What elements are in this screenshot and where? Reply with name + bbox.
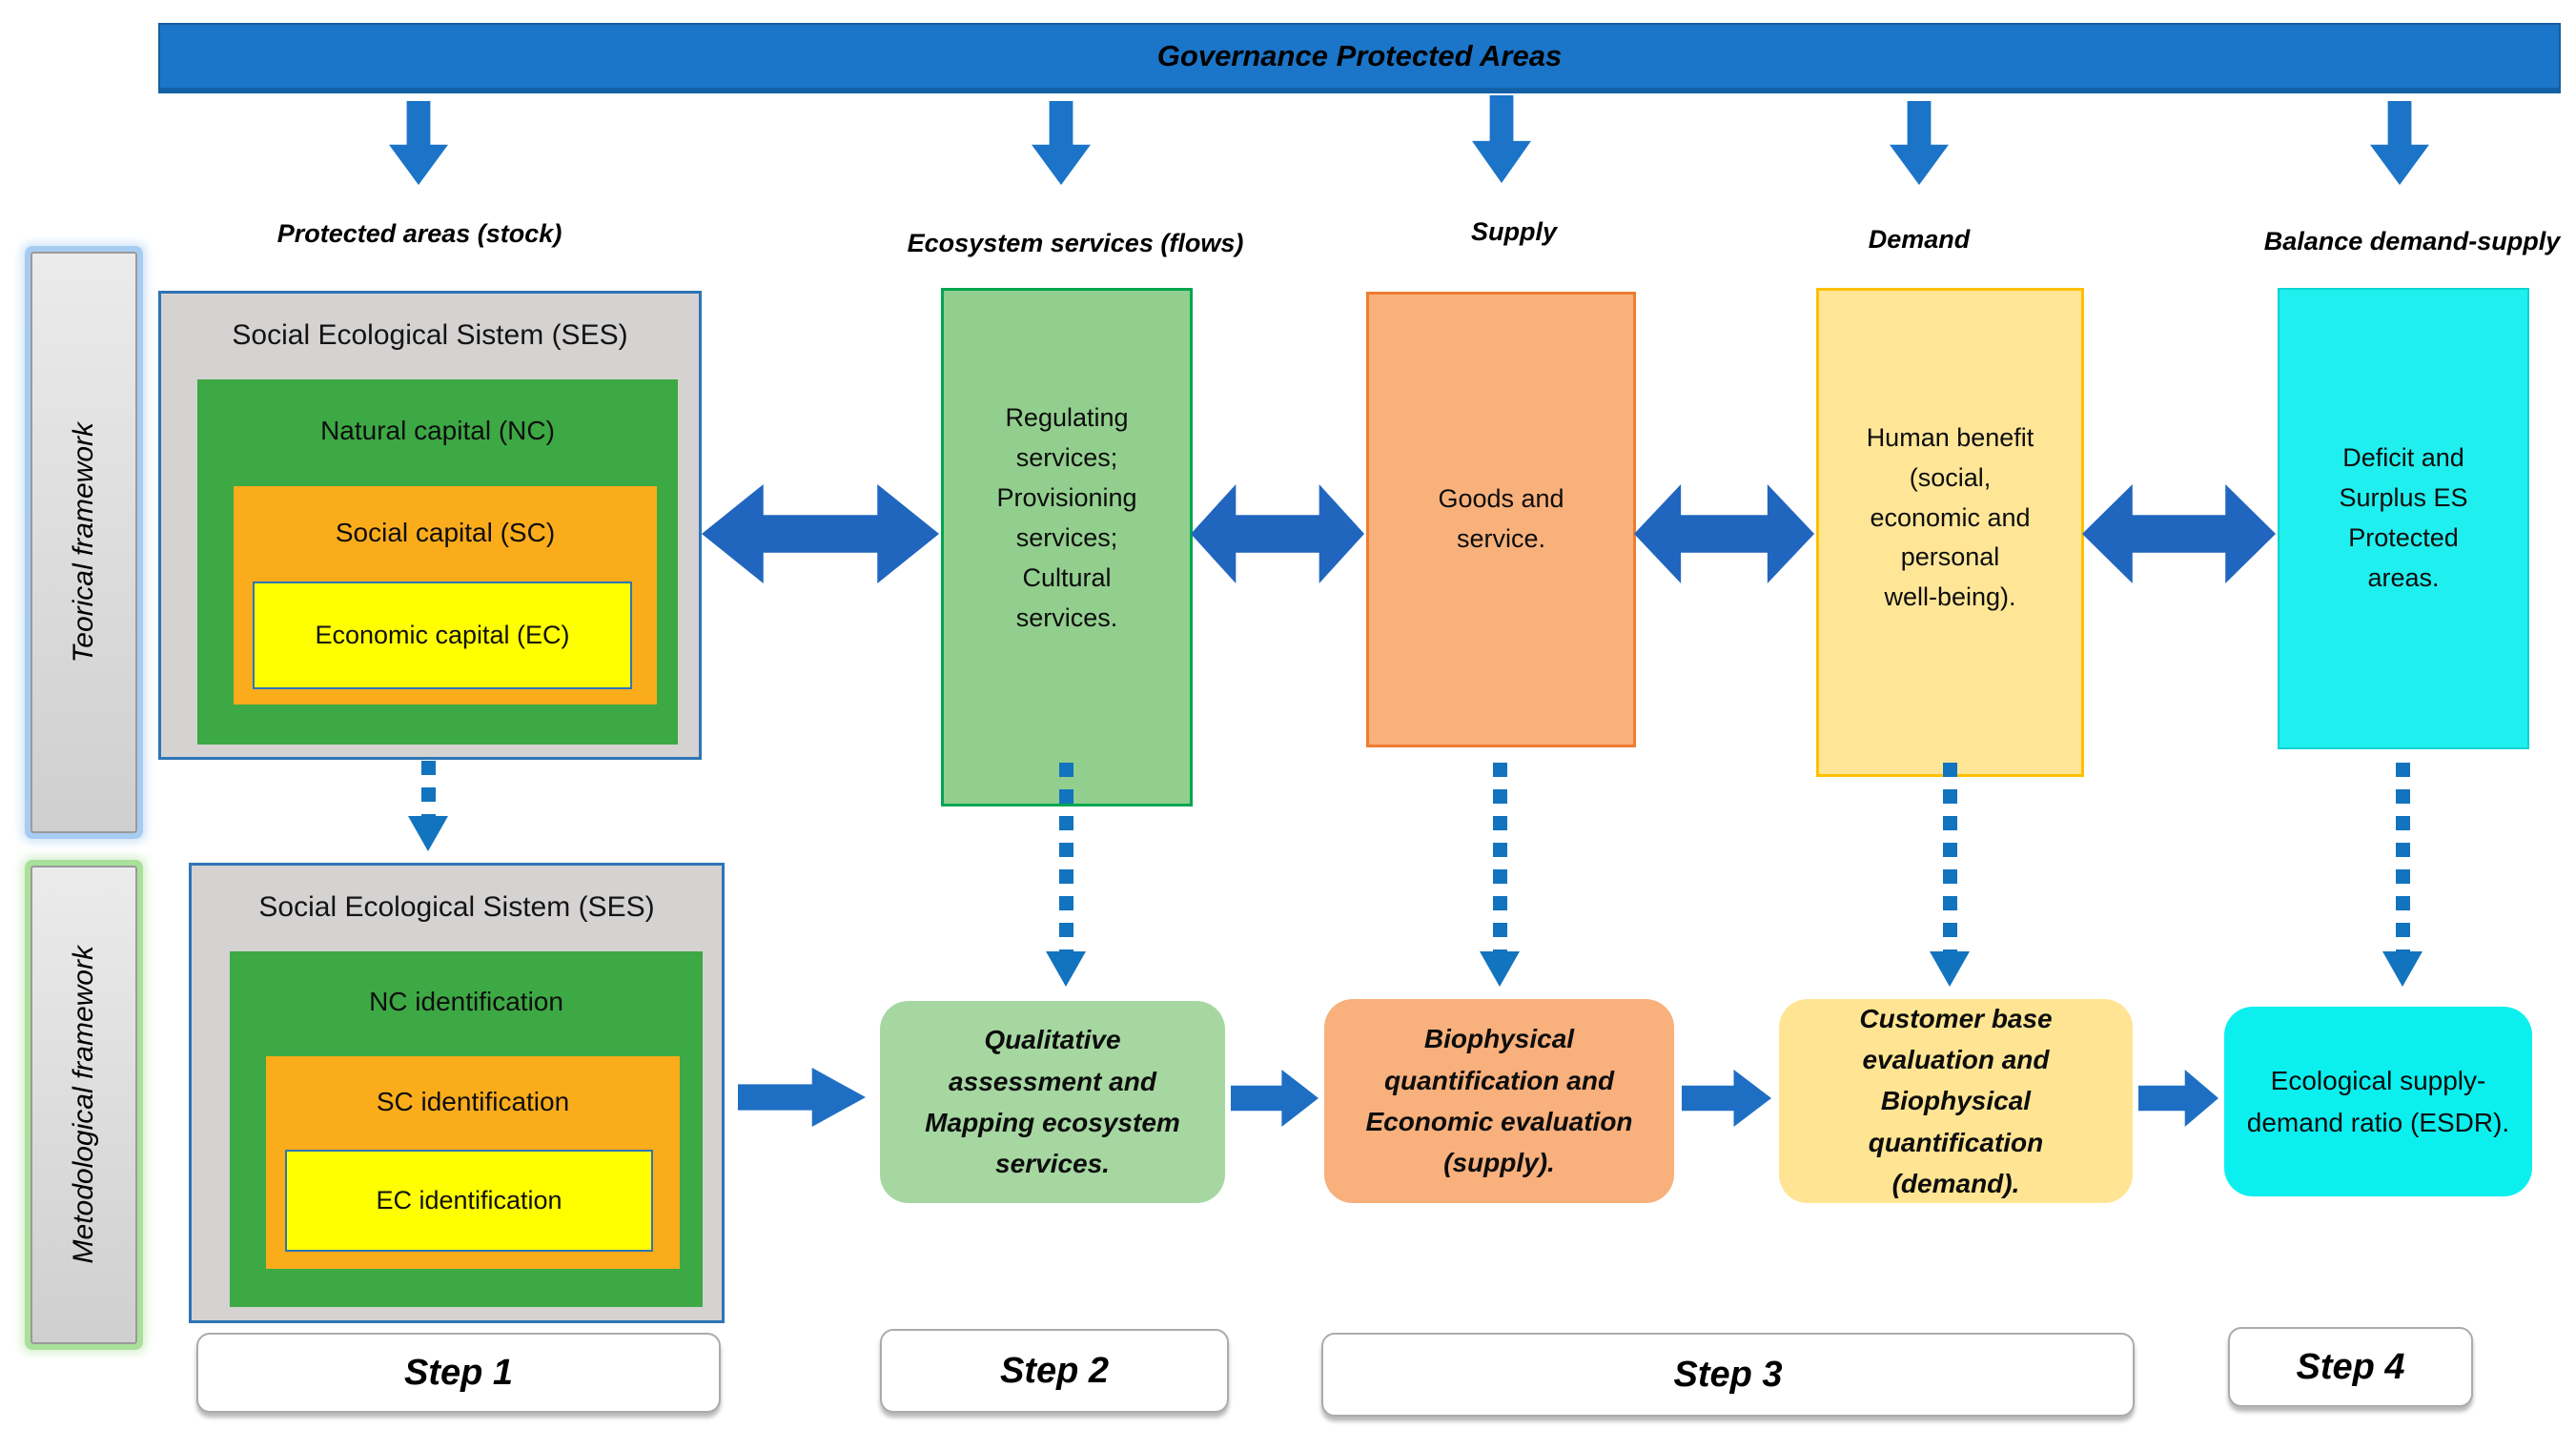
ses-theoretical-title: Social Ecological Sistem (SES)	[232, 319, 628, 351]
ses-theoretical-box: Social Ecological Sistem (SES) Natural c…	[158, 291, 702, 760]
dotted-arrow-icon	[421, 761, 436, 816]
side-label-methodological-framework: Metodological framework	[31, 866, 137, 1344]
column-label-balance: Balance demand-supply	[2263, 227, 2561, 255]
dotted-arrow-icon	[1493, 763, 1507, 951]
qualitative-assessment-box: Qualitative assessment and Mapping ecosy…	[880, 1001, 1225, 1203]
customer-demand-box: Customer base evaluation and Biophysical…	[1779, 999, 2133, 1203]
dotted-arrow-icon	[1943, 763, 1957, 951]
balance-deficit-surplus-box: Deficit and Surplus ES Protected areas.	[2278, 288, 2529, 749]
sc-identification-label: SC identification	[376, 1087, 570, 1116]
step-2-box: Step 2	[880, 1329, 1229, 1413]
natural-capital-label: Natural capital (NC)	[320, 416, 555, 445]
double-arrow-icon	[2082, 484, 2276, 583]
right-arrow-icon	[1682, 1070, 1771, 1127]
biophysical-supply-box: Biophysical quantification and Economic …	[1324, 999, 1674, 1203]
right-arrow-icon	[738, 1068, 866, 1127]
down-arrow-icon	[1472, 95, 1531, 183]
column-label-protected-areas: Protected areas (stock)	[276, 219, 562, 248]
ses-methodological-box: Social Ecological Sistem (SES) NC identi…	[189, 863, 725, 1323]
double-arrow-icon	[1634, 484, 1814, 583]
nc-identification-box: NC identification SC identification EC i…	[230, 951, 703, 1307]
social-capital-label: Social capital (SC)	[335, 518, 556, 547]
double-arrow-icon	[702, 484, 939, 583]
column-label-ecosystem-services: Ecosystem services (flows)	[907, 229, 1244, 257]
dotted-arrow-head-icon	[1046, 951, 1086, 987]
down-arrow-icon	[389, 101, 448, 185]
side-label-theoretical-framework: Teorical framework	[31, 252, 137, 833]
dotted-arrow-icon	[2396, 763, 2410, 951]
right-arrow-icon	[2138, 1070, 2218, 1127]
governance-banner: Governance Protected Areas	[158, 23, 2561, 93]
ecosystem-services-box: Regulating services; Provisioning servic…	[941, 288, 1193, 806]
side-label-theoretical-text: Teorical framework	[68, 421, 99, 663]
esdr-box: Ecological supply- demand ratio (ESDR).	[2224, 1007, 2532, 1196]
double-arrow-icon	[1191, 484, 1364, 583]
dotted-arrow-icon	[1059, 763, 1073, 951]
right-arrow-icon	[1231, 1070, 1319, 1127]
demand-human-benefit-box: Human benefit (social, economic and pers…	[1816, 288, 2084, 777]
nc-identification-label: NC identification	[369, 987, 563, 1016]
down-arrow-icon	[1890, 101, 1949, 185]
ec-identification-box: EC identification	[285, 1150, 653, 1252]
step-1-box: Step 1	[196, 1333, 721, 1413]
down-arrow-icon	[1032, 101, 1091, 185]
supply-goods-box: Goods and service.	[1366, 292, 1636, 747]
column-label-supply: Supply	[1470, 217, 1558, 246]
banner-title: Governance Protected Areas	[1156, 39, 1563, 72]
sc-identification-box: SC identification EC identification	[266, 1056, 680, 1269]
dotted-arrow-head-icon	[408, 816, 448, 851]
social-capital-box: Social capital (SC) Economic capital (EC…	[234, 486, 657, 704]
economic-capital-box: Economic capital (EC)	[253, 582, 632, 689]
natural-capital-box: Natural capital (NC) Social capital (SC)…	[197, 379, 678, 745]
side-label-methodological-text: Metodological framework	[68, 946, 99, 1264]
dotted-arrow-head-icon	[2382, 951, 2423, 987]
column-label-demand: Demand	[1868, 225, 1971, 254]
step-3-box: Step 3	[1321, 1333, 2135, 1417]
dotted-arrow-head-icon	[1930, 951, 1970, 987]
step-4-box: Step 4	[2228, 1327, 2473, 1407]
down-arrow-icon	[2370, 101, 2429, 185]
ses-methodological-title: Social Ecological Sistem (SES)	[258, 891, 655, 923]
dotted-arrow-head-icon	[1480, 951, 1520, 987]
